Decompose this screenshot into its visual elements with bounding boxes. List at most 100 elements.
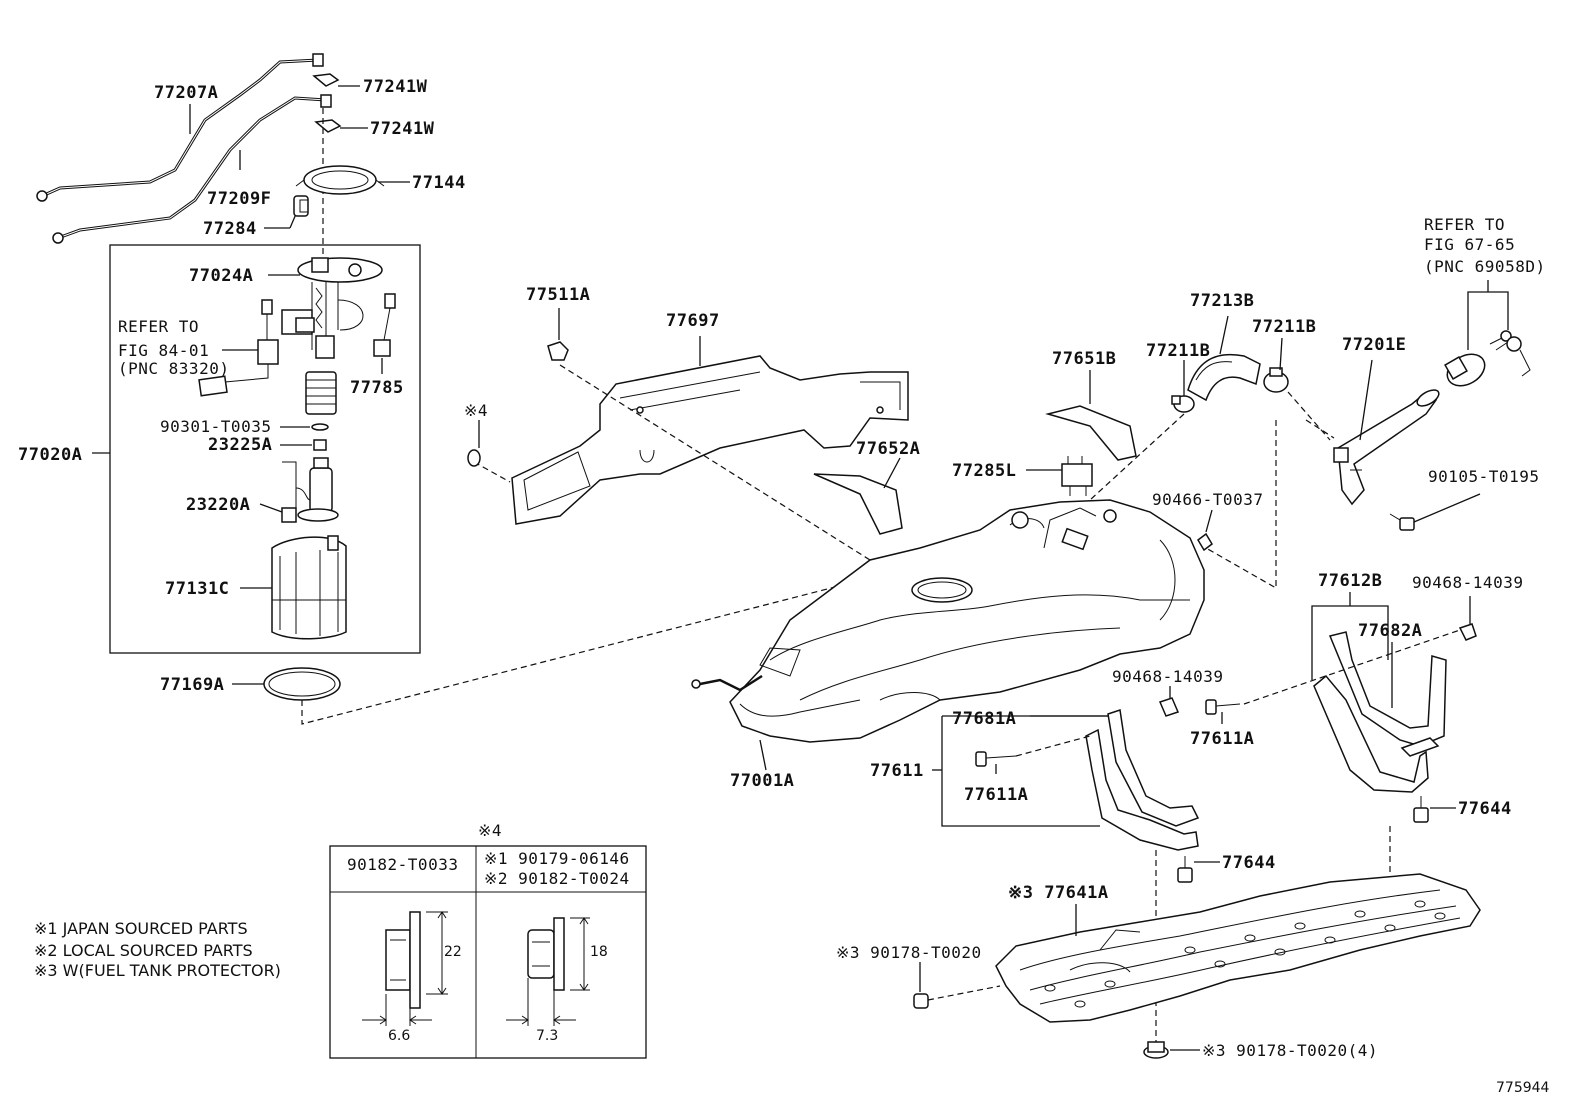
refer-line-1: REFER TO <box>118 317 199 336</box>
label-77207A: 77207A <box>154 83 218 103</box>
protector-77651B[interactable] <box>1045 405 1137 461</box>
refer-line-3: (PNC 69058D) <box>1424 257 1546 276</box>
clip-77511A[interactable] <box>547 341 569 361</box>
refer-line-1: REFER TO <box>1424 215 1505 234</box>
o-ring-90301-T0035[interactable] <box>311 423 329 431</box>
fuel-tank-protector-77641A[interactable] <box>995 873 1481 1023</box>
table-col2-header-2: ※2 90182-T0024 <box>484 869 630 888</box>
label-90178-T0020-bottom: ※3 90178-T0020(4) <box>1202 1041 1378 1060</box>
fastener-spec-table <box>329 845 647 1059</box>
fuel-tank-77001A[interactable] <box>691 499 1205 743</box>
label-x4-clip: ※4 <box>464 401 488 420</box>
table-col2-header-1: ※1 90179-06146 <box>484 849 630 868</box>
fuel-tube-77207A[interactable] <box>36 53 324 202</box>
label-77001A: 77001A <box>730 771 794 791</box>
fuel-pump-assembly-77024A[interactable] <box>281 257 383 359</box>
bolt-90105-T0195[interactable] <box>1389 513 1415 531</box>
label-77697: 77697 <box>666 311 720 331</box>
wire-harness-77785[interactable] <box>373 293 396 357</box>
label-90301-T0035: 90301-T0035 <box>160 417 271 436</box>
protector-holes <box>1044 900 1446 1008</box>
note-2: ※2 LOCAL SOURCED PARTS <box>34 941 253 960</box>
label-77644-right: 77644 <box>1458 799 1512 819</box>
retainer-ring-77144[interactable] <box>295 165 385 195</box>
bolt-77644-right[interactable] <box>1413 796 1429 823</box>
fuel-filter[interactable] <box>305 371 337 415</box>
part-labels: 77207A 77241W 77241W 77209F 77144 77284 … <box>18 77 1550 1096</box>
label-90468-14039-middle: 90468-14039 <box>1112 667 1223 686</box>
tank-band-77612B[interactable] <box>1313 674 1429 793</box>
label-77652A: 77652A <box>856 439 920 459</box>
label-90466-T0037: 90466-T0037 <box>1152 490 1263 509</box>
clip-77241W-upper[interactable] <box>312 73 340 87</box>
cushion-23225A[interactable] <box>313 439 327 451</box>
label-23225A: 23225A <box>208 435 272 455</box>
label-77020A: 77020A <box>18 445 82 465</box>
hose-clamp-77211B-right[interactable] <box>1263 367 1289 393</box>
refer-to-fig-84-01: REFER TO FIG 84-01 (PNC 83320) <box>118 317 229 378</box>
label-77241W-upper: 77241W <box>363 77 428 97</box>
bracket-plate-right[interactable] <box>1400 737 1440 757</box>
filler-hose-77213B[interactable] <box>1187 353 1261 402</box>
label-23220A: 23220A <box>186 495 250 515</box>
nut-90178-T0020-left[interactable] <box>913 993 929 1009</box>
label-77201E: 77201E <box>1342 335 1406 355</box>
bolt-77644-middle[interactable] <box>1177 856 1193 883</box>
label-77612B: 77612B <box>1318 571 1382 591</box>
fuel-sender-gauge[interactable] <box>198 299 279 397</box>
diagram-id: 775944 <box>1496 1080 1550 1096</box>
label-77211B-left: 77211B <box>1146 341 1210 361</box>
clip-77284[interactable] <box>293 195 309 217</box>
tank-band-77682A[interactable] <box>1328 631 1447 747</box>
label-77511A: 77511A <box>526 285 590 305</box>
clip-77241W-lower[interactable] <box>314 119 342 133</box>
fuel-cap-with-keys[interactable] <box>1442 330 1531 392</box>
label-77284: 77284 <box>203 219 257 239</box>
clip-77285L[interactable] <box>1061 456 1093 496</box>
label-77213B: 77213B <box>1190 291 1254 311</box>
label-77611A-right: 77611A <box>1190 729 1254 749</box>
table-text: ※4 90182-T0033 ※1 90179-06146 ※2 90182-T… <box>347 821 630 1044</box>
label-77641A: ※3 77641A <box>1008 883 1109 903</box>
legend-notes: ※1 JAPAN SOURCED PARTS ※2 LOCAL SOURCED … <box>34 919 281 980</box>
label-77644-middle: 77644 <box>1222 853 1276 873</box>
clip-90468-14039-middle[interactable] <box>1158 697 1180 717</box>
dim-2-width: 7.3 <box>536 1028 558 1044</box>
filler-pipe-77201E[interactable] <box>1333 387 1441 506</box>
fastener-90179-drawing <box>506 917 590 1026</box>
fuel-pump-assembly-box <box>109 244 421 654</box>
push-clip-x4[interactable] <box>467 449 481 467</box>
fuel-pump-bracket-77131C[interactable] <box>271 535 347 640</box>
label-77131C: 77131C <box>165 579 229 599</box>
refer-line-2: FIG 84-01 <box>118 341 209 360</box>
label-77285L: 77285L <box>952 461 1016 481</box>
refer-line-2: FIG 67-65 <box>1424 235 1515 254</box>
heat-shield-77697[interactable] <box>511 355 909 525</box>
hose-clamp-77211B-left[interactable] <box>1171 395 1195 413</box>
note-3: ※3 W(FUEL TANK PROTECTOR) <box>34 961 281 980</box>
label-77241W-lower: 77241W <box>370 119 435 139</box>
bolt-77611A-left[interactable] <box>975 751 1017 767</box>
clip-90468-14039-right[interactable] <box>1458 623 1477 641</box>
label-77211B-right: 77211B <box>1252 317 1316 337</box>
refer-line-3: (PNC 83320) <box>118 359 229 378</box>
label-77209F: 77209F <box>207 189 271 209</box>
dim-1-height: 22 <box>444 944 462 960</box>
fuel-tube-77209F[interactable] <box>52 94 332 244</box>
label-77144: 77144 <box>412 173 466 193</box>
nut-90178-T0020-bottom[interactable] <box>1143 1041 1169 1059</box>
fuel-pump-23220A[interactable] <box>281 457 339 523</box>
gasket-77169A[interactable] <box>263 667 341 701</box>
protector-77652A[interactable] <box>813 473 903 535</box>
fastener-90182-T0033-drawing <box>362 911 448 1026</box>
label-77611: 77611 <box>870 761 924 781</box>
label-77785: 77785 <box>350 378 404 398</box>
clip-90466-T0037[interactable] <box>1197 532 1213 552</box>
note-1: ※1 JAPAN SOURCED PARTS <box>34 919 248 938</box>
refer-to-fig-67-65: REFER TO FIG 67-65 (PNC 69058D) <box>1424 215 1546 276</box>
bolt-77611A-right[interactable] <box>1205 699 1241 715</box>
tank-band-77681A[interactable] <box>1085 709 1200 851</box>
table-mark: ※4 <box>478 821 502 840</box>
label-77682A: 77682A <box>1358 621 1422 641</box>
